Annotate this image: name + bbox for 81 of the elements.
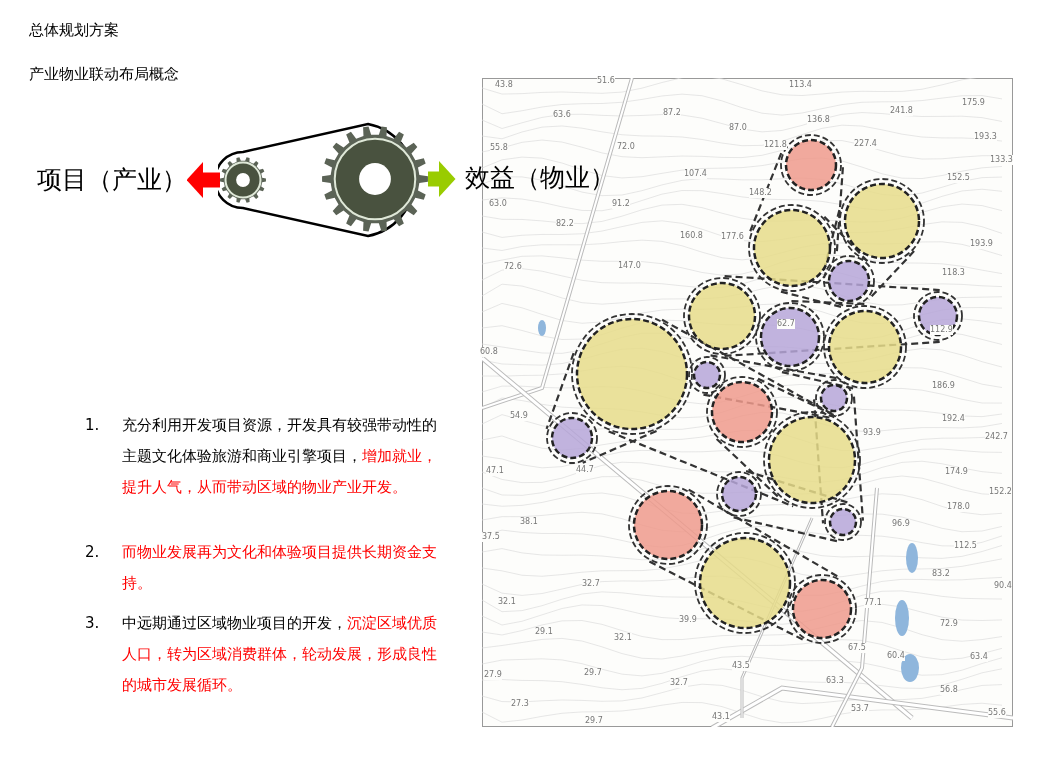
subtitle: 产业物业联动布局概念 — [29, 65, 179, 84]
list-number: 2. — [85, 543, 100, 561]
elevation-label: 136.8 — [807, 115, 830, 125]
gear-icon — [322, 126, 428, 232]
elevation-label: 241.8 — [890, 106, 913, 116]
elevation-label: 63.0 — [489, 199, 507, 209]
elevation-label: 55.6 — [988, 708, 1006, 718]
elevation-label: 72.9 — [940, 619, 958, 629]
elevation-label: 193.3 — [974, 132, 997, 142]
elevation-label: 174.9 — [945, 467, 968, 477]
elevation-label: 56.8 — [940, 685, 958, 695]
elevation-label: 113.4 — [789, 80, 812, 90]
elevation-label: 60.8 — [480, 347, 498, 357]
elevation-label: 29.7 — [584, 668, 602, 678]
list-number: 1. — [85, 416, 100, 434]
text-label: 项目（产业） — [37, 164, 177, 196]
elevation-label: 67.5 — [848, 643, 866, 653]
elevation-label: 192.4 — [942, 414, 965, 424]
elevation-label: 193.9 — [970, 239, 993, 249]
elevation-label: 47.1 — [486, 466, 504, 476]
elevation-label: 60.4 — [887, 651, 905, 661]
elevation-label: 44.7 — [576, 465, 594, 475]
list-item-text: 而物业发展再为文化和体验项目提供长期资金支持。 — [122, 542, 438, 594]
elevation-label: 160.8 — [680, 231, 703, 241]
gear-icon — [220, 157, 266, 203]
elevation-label: 43.5 — [732, 661, 750, 671]
page-title: 总体规划方案 — [29, 21, 119, 40]
elevation-label: 32.7 — [582, 579, 600, 589]
arrow — [428, 161, 456, 197]
elevation-label: 53.7 — [851, 704, 869, 714]
elevation-label: 32.1 — [498, 597, 516, 607]
elevation-label: 29.7 — [585, 716, 603, 726]
elevation-label: 27.9 — [484, 670, 502, 680]
elevation-label: 43.8 — [495, 80, 513, 90]
elevation-label: 62.7 — [777, 319, 795, 329]
elevation-label: 93.9 — [863, 428, 881, 438]
elevation-label: 37.5 — [482, 532, 500, 542]
elevation-label: 29.1 — [535, 627, 553, 637]
elevation-label: 90.4 — [994, 581, 1012, 591]
elevation-label: 121.8 — [764, 140, 787, 150]
elevation-label: 77.1 — [864, 598, 882, 608]
elevation-label: 72.6 — [504, 262, 522, 272]
elevation-label: 175.9 — [962, 98, 985, 108]
elevation-label: 82.2 — [556, 219, 574, 229]
elevation-label: 55.8 — [490, 143, 508, 153]
elevation-label: 51.6 — [597, 76, 615, 86]
elevation-label: 148.2 — [749, 188, 772, 198]
elevation-label: 27.3 — [511, 699, 529, 709]
elevation-label: 91.2 — [612, 199, 630, 209]
elevation-label: 178.0 — [947, 502, 970, 512]
arrow — [186, 162, 220, 198]
elevation-label: 152.2 — [989, 487, 1012, 497]
elevation-label: 242.7 — [985, 432, 1008, 442]
elevation-label: 43.1 — [712, 712, 730, 722]
list-item-text: 充分利用开发项目资源，开发具有较强带动性的主题文化体验旅游和商业引擎项目，增加就业，提升人气，从而带动区域的物业产业开发。 — [122, 415, 438, 498]
elevation-label: 177.6 — [721, 232, 744, 242]
elevation-label: 112.5 — [954, 541, 977, 551]
elevation-label: 227.4 — [854, 139, 877, 149]
elevation-label: 72.0 — [617, 142, 635, 152]
list-item-text: 中远期通过区域物业项目的开发，沉淀区域优质人口，转为区域消费群体，轮动发展，形成良性的城市发展循环。 — [122, 613, 438, 696]
elevation-label: 87.2 — [663, 108, 681, 118]
elevation-label: 186.9 — [932, 381, 955, 391]
elevation-label: 147.0 — [618, 261, 641, 271]
elevation-label: 63.6 — [553, 110, 571, 120]
list-number: 3. — [85, 614, 100, 632]
text-label: 效益（物业） — [465, 162, 615, 194]
elevation-label: 83.2 — [932, 569, 950, 579]
elevation-label: 39.9 — [679, 615, 697, 625]
elevation-label: 32.7 — [670, 678, 688, 688]
elevation-label: 152.5 — [947, 173, 970, 183]
elevation-label: 38.1 — [520, 517, 538, 527]
elevation-label: 107.4 — [684, 169, 707, 179]
elevation-label: 63.3 — [826, 676, 844, 686]
elevation-label: 118.3 — [942, 268, 965, 278]
elevation-label: 87.0 — [729, 123, 747, 133]
elevation-label: 112.9 — [930, 325, 953, 335]
elevation-label: 133.3 — [990, 155, 1013, 165]
elevation-label: 54.9 — [510, 411, 528, 421]
elevation-label: 96.9 — [892, 519, 910, 529]
elevation-label: 32.1 — [614, 633, 632, 643]
elevation-label: 63.4 — [970, 652, 988, 662]
